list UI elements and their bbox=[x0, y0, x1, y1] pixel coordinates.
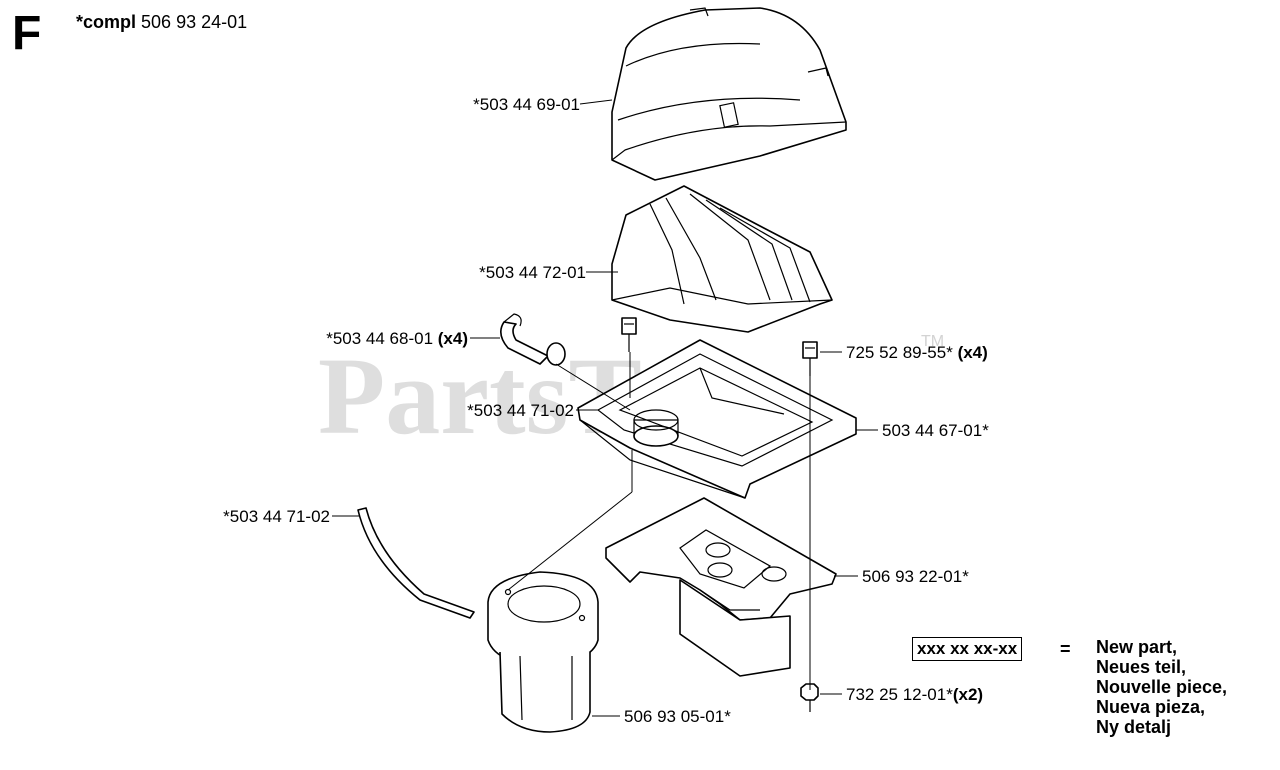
filter-part bbox=[611, 185, 833, 333]
legend-equals: = bbox=[1060, 639, 1071, 659]
screw-left-part bbox=[621, 317, 637, 352]
assembly-number: *compl 506 93 24-01 bbox=[76, 12, 247, 33]
legend-line: Neues teil, bbox=[1096, 657, 1187, 677]
clip-part bbox=[500, 313, 566, 366]
prefilter-part bbox=[487, 571, 599, 733]
callout-cover: *503 44 69-01 bbox=[473, 95, 580, 114]
callout-nut: 732 25 12-01*(x2) bbox=[846, 685, 983, 704]
legend-code-box: xxx xx xx-xx bbox=[912, 637, 1023, 661]
section-letter: F bbox=[12, 7, 42, 60]
callout-prefilter: 506 93 05-01* bbox=[624, 707, 731, 726]
legend-translations: New part, Neues teil, Nouvelle piece, Nu… bbox=[1096, 637, 1227, 737]
callout-seal-inner: *503 44 71-02 bbox=[467, 401, 574, 420]
legend-line: Ny detalj bbox=[1096, 717, 1172, 737]
callout-screw: 725 52 89-55* (x4) bbox=[846, 343, 988, 362]
callout-filter: *503 44 72-01 bbox=[479, 263, 586, 282]
legend-line: New part, bbox=[1096, 637, 1178, 657]
prefilter-axis-2 bbox=[507, 491, 633, 591]
nut-part bbox=[800, 683, 819, 712]
callout-housing: 503 44 67-01* bbox=[882, 421, 989, 440]
callout-clip: *503 44 68-01 (x4) bbox=[326, 329, 468, 348]
callout-seal-outer: *503 44 71-02 bbox=[223, 507, 330, 526]
legend-line: Nueva pieza, bbox=[1096, 697, 1206, 717]
watermark-tm: TM bbox=[921, 333, 944, 350]
assembly-prefix: *compl bbox=[76, 12, 137, 32]
clip-axis bbox=[555, 363, 631, 411]
callout-plate: 506 93 22-01* bbox=[862, 567, 969, 586]
housing-part bbox=[577, 339, 857, 499]
assembly-part-number: 506 93 24-01 bbox=[141, 12, 248, 32]
screw-right-part bbox=[802, 341, 818, 376]
legend-line: Nouvelle piece, bbox=[1096, 677, 1228, 697]
plate-part bbox=[605, 497, 837, 677]
seal-strip-part bbox=[357, 507, 475, 619]
cover-part bbox=[611, 7, 847, 181]
leader-cover bbox=[579, 99, 613, 105]
